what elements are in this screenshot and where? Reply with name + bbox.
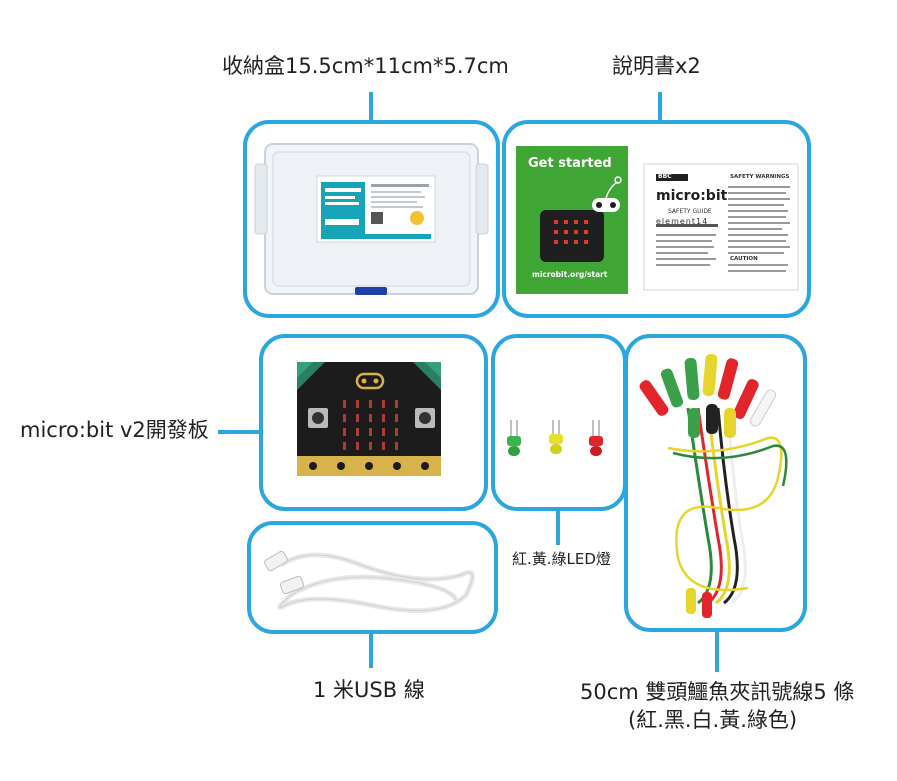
usb-cable-label: 1 米USB 線 [313,678,425,702]
manual-get-started-text: Get started [528,156,612,171]
manual-warnings-text: SAFETY WARNINGS [730,174,790,180]
manual-guide-text: SAFETY GUIDE [668,208,712,215]
usb-cable-connector [369,634,373,668]
microbit-board-label: micro:bit v2開發板 [20,418,209,442]
manual-element-text: element14 [656,217,709,226]
usb-cable-card [247,521,498,634]
manual-bbc-text: BBC [658,173,672,180]
led-image [507,420,603,456]
crocodile-clips-image [639,353,788,618]
crocodile-clips-connector [715,632,719,672]
usb-cable-image [264,550,475,614]
manual-url-text: microbit.org/start [532,270,608,279]
led-label: 紅.黃.綠LED燈 [512,550,611,568]
manual-label: 說明書x2 [612,54,701,78]
microbit-board-image [297,362,441,476]
manual-card: Get started microbit.org/start BBC micro… [502,120,811,318]
manual-caution-text: CAUTION [730,256,758,262]
microbit-board-card [259,334,488,511]
manual-image [516,146,799,294]
storage-box-card [243,120,500,318]
storage-box-image [254,143,489,295]
storage-box-label: 收納盒15.5cm*11cm*5.7cm [222,54,509,78]
manual-connector [658,92,662,122]
crocodile-clips-label-line2: (紅.黑.白.黃.綠色) [628,708,798,732]
led-card [491,334,627,511]
crocodile-clips-label-line1: 50cm 雙頭鱷魚夾訊號線5 條 [580,680,855,704]
microbit-board-connector [218,430,260,434]
crocodile-clips-card [624,334,807,632]
manual-brand-text: micro:bit [656,188,728,204]
storage-box-connector [369,92,373,122]
led-connector [556,511,560,545]
